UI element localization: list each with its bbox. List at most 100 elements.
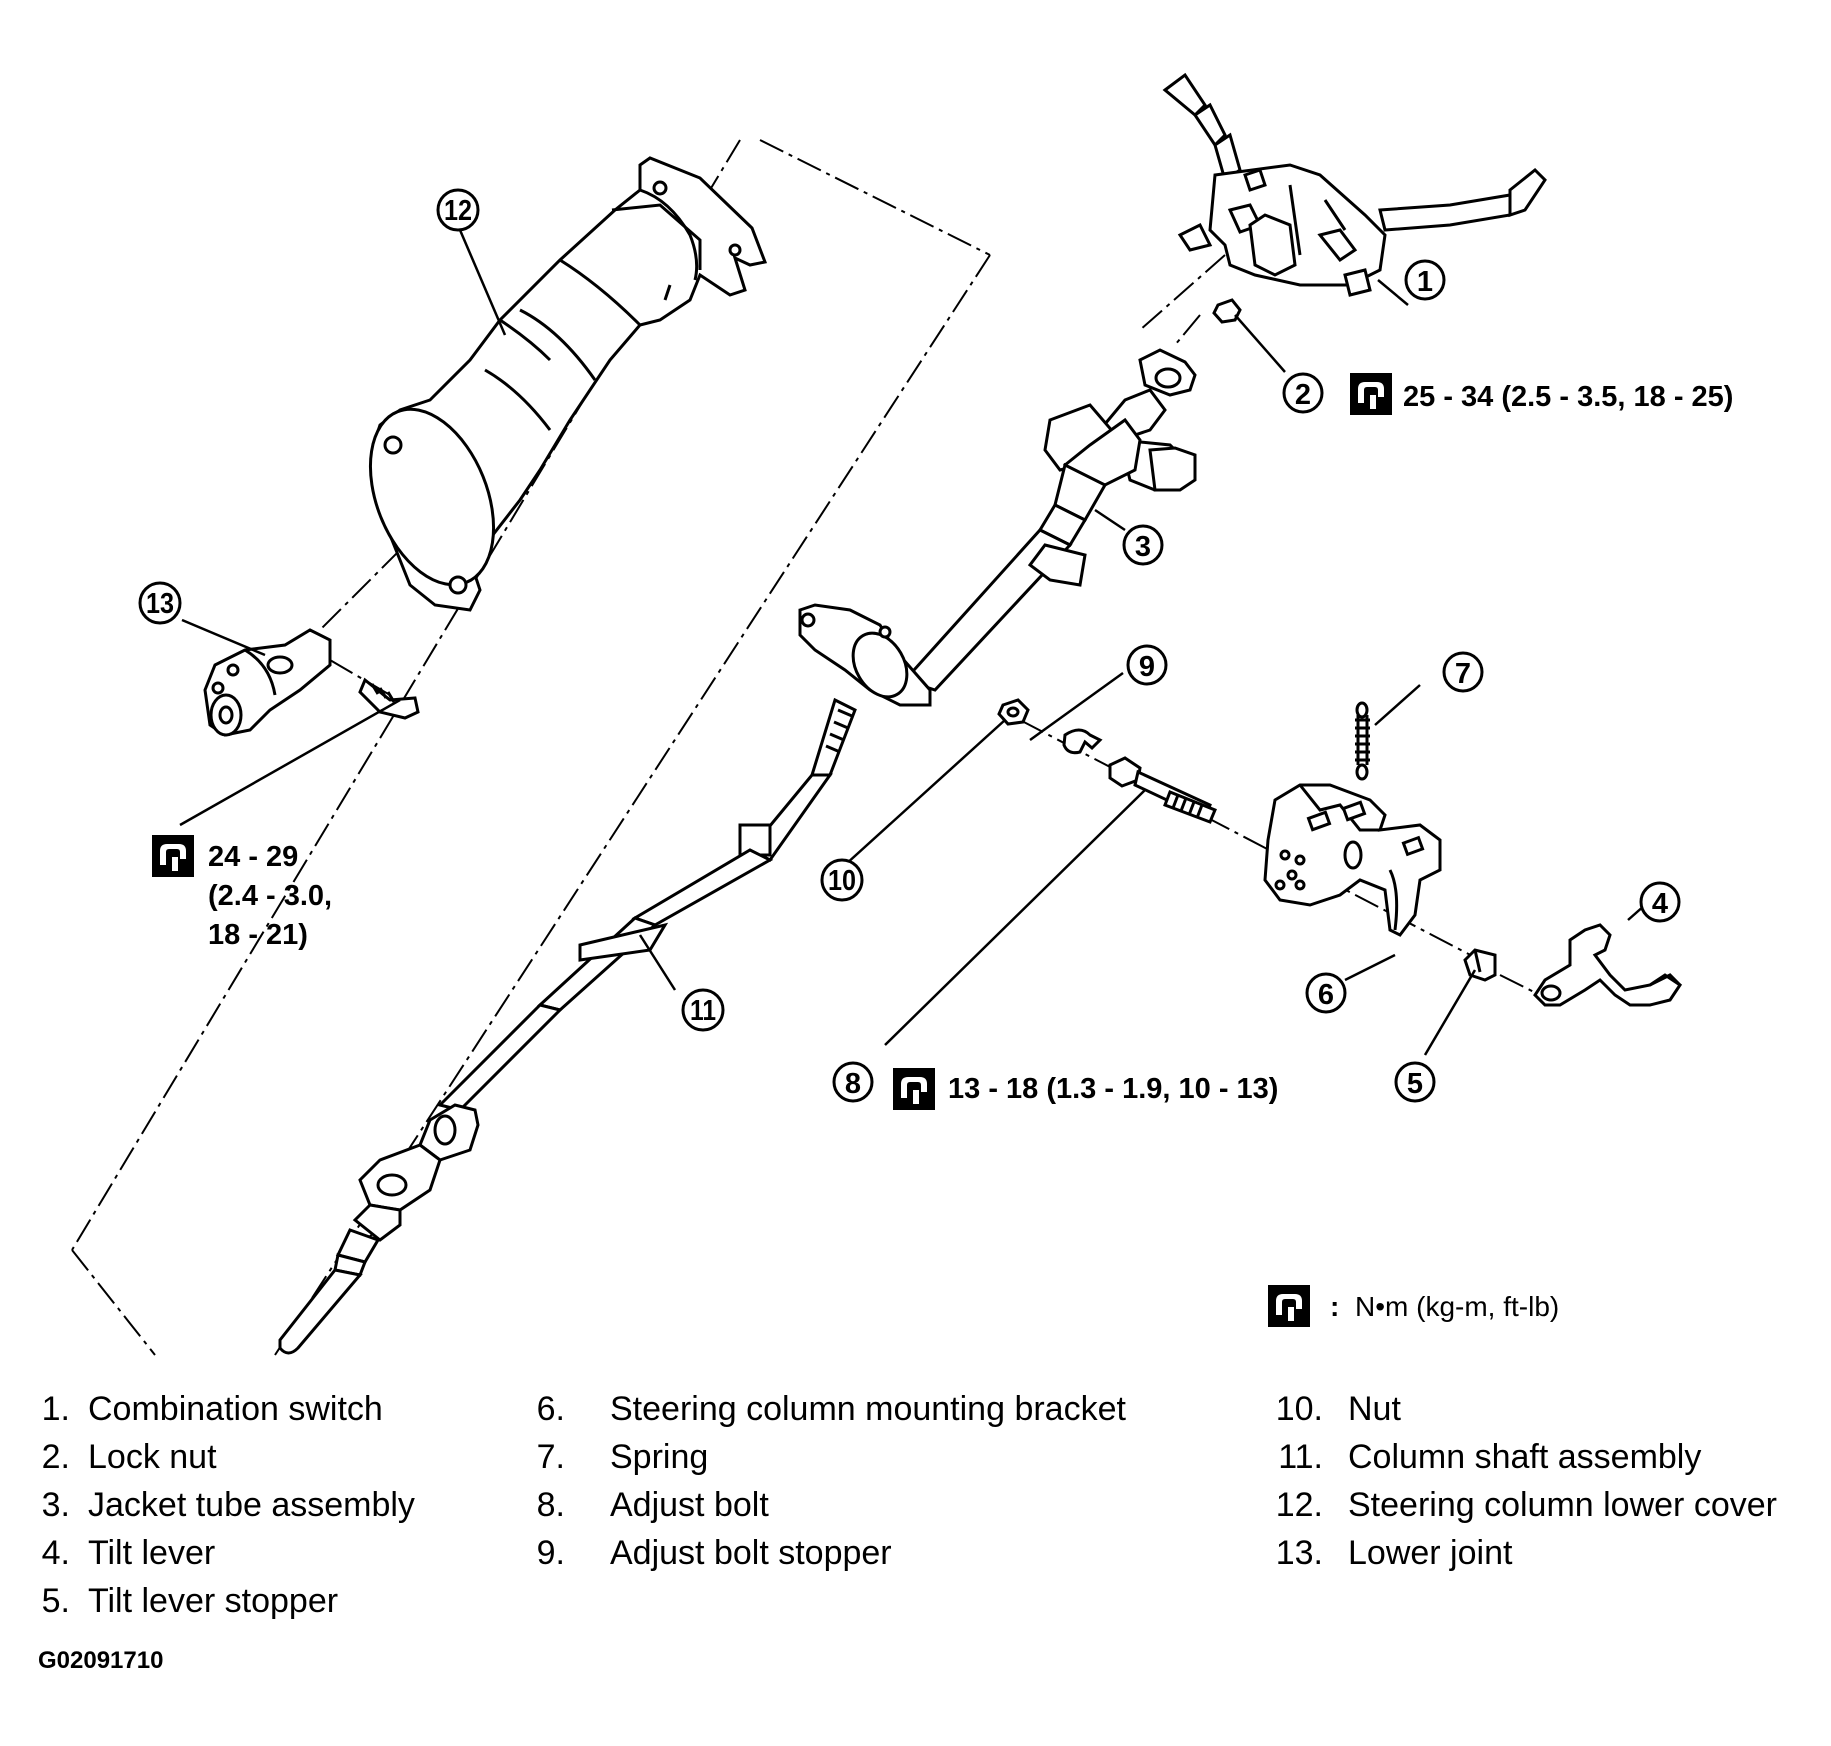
callout-13-label: 13 <box>146 588 174 620</box>
callout-12-label: 12 <box>444 195 472 227</box>
tilt-lever-stopper <box>1463 948 1497 982</box>
list-item: 7. Spring <box>520 1433 1126 1481</box>
callout-11: 11 <box>681 988 725 1032</box>
callout-4-label: 4 <box>1652 888 1668 920</box>
part-name: Tilt lever stopper <box>88 1582 339 1620</box>
list-item: 13. Lower joint <box>1268 1529 1777 1577</box>
torque-wrench-icon <box>152 835 194 877</box>
list-item: 6. Steering column mounting bracket <box>520 1385 1126 1433</box>
torque-wrench-icon <box>1350 373 1392 415</box>
steering-column-mounting-bracket <box>1263 783 1442 937</box>
adjust-bolt-stopper <box>1062 728 1103 755</box>
callout-6: 6 <box>1305 972 1347 1014</box>
part-number: 1. <box>41 1390 70 1428</box>
callout-1: 1 <box>1404 259 1446 301</box>
combination-switch <box>1162 72 1547 297</box>
torque-value-lock-nut: 25 - 34 (2.5 - 3.5, 18 - 25) <box>1403 381 1733 413</box>
callout-5: 5 <box>1394 1061 1436 1103</box>
parts-list-column-1: 1. Combination switch 2. Lock nut 3. Jacket… <box>38 1385 415 1625</box>
list-item: 1. Combination switch <box>38 1385 415 1433</box>
part-name: Steering column mounting bracket <box>610 1390 1126 1428</box>
torque-wrench-icon <box>893 1068 935 1110</box>
torque-value-lower-joint-2: (2.4 - 3.0, <box>208 880 332 912</box>
callout-2-label: 2 <box>1295 379 1311 411</box>
torque-value-lower-joint-3: 18 - 21) <box>208 919 308 951</box>
part-number: 11. <box>1278 1438 1323 1476</box>
steering-column-lower-cover <box>368 156 768 612</box>
lower-joint <box>203 628 420 737</box>
callout-10-label: 10 <box>828 865 856 897</box>
part-number: 7. <box>536 1438 565 1476</box>
list-item: 10. Nut <box>1268 1385 1777 1433</box>
adjust-bolt <box>1108 756 1217 824</box>
list-item: 3. Jacket tube assembly <box>38 1481 415 1529</box>
callout-9: 9 <box>1126 644 1168 686</box>
part-number: 10. <box>1275 1390 1323 1428</box>
part-name: Column shaft assembly <box>1348 1438 1702 1476</box>
part-number: 13. <box>1275 1534 1323 1572</box>
callout-11-label: 11 <box>690 995 716 1027</box>
part-name: Jacket tube assembly <box>88 1486 415 1524</box>
callout-13: 13 <box>138 581 182 625</box>
leader-lines <box>179 229 1646 1056</box>
jacket-tube-assembly <box>798 348 1197 707</box>
part-name: Adjust bolt stopper <box>610 1534 892 1572</box>
torque-unit-legend: : N•m (kg-m, ft-lb) <box>1268 1285 1559 1327</box>
callout-4: 4 <box>1639 881 1681 923</box>
figure-code: G02091710 <box>38 1647 164 1674</box>
part-name: Tilt lever <box>88 1534 216 1572</box>
callout-9-label: 9 <box>1139 651 1155 683</box>
unit-legend-text: N•m (kg-m, ft-lb) <box>1355 1291 1559 1322</box>
torque-spec-lock-nut: 25 - 34 (2.5 - 3.5, 18 - 25) <box>1350 373 1733 415</box>
list-item: 5. Tilt lever stopper <box>38 1577 415 1625</box>
part-name: Nut <box>1348 1390 1401 1428</box>
part-name: Combination switch <box>88 1390 383 1428</box>
callout-8: 8 <box>832 1061 874 1103</box>
torque-wrench-icon <box>1268 1285 1310 1327</box>
torque-spec-adjust-bolt: 13 - 18 (1.3 - 1.9, 10 - 13) <box>893 1068 1278 1110</box>
spring <box>1355 701 1370 781</box>
torque-spec-lower-joint: 24 - 29 (2.4 - 3.0, 18 - 21) <box>152 835 332 951</box>
part-name: Adjust bolt <box>610 1486 769 1524</box>
part-number: 2. <box>41 1438 70 1476</box>
list-item: 4. Tilt lever <box>38 1529 415 1577</box>
part-name: Spring <box>610 1438 709 1476</box>
callout-8-label: 8 <box>845 1068 861 1100</box>
part-name: Lock nut <box>88 1438 217 1476</box>
callout-5-label: 5 <box>1407 1068 1423 1100</box>
part-number: 9. <box>536 1534 565 1572</box>
callout-3: 3 <box>1122 524 1164 566</box>
torque-value-adjust-bolt: 13 - 18 (1.3 - 1.9, 10 - 13) <box>948 1073 1278 1105</box>
part-number: 6. <box>536 1390 565 1428</box>
parts-list-column-2: 6. Steering column mounting bracket 7. Spr… <box>520 1385 1126 1577</box>
unit-legend-separator: : <box>1330 1291 1339 1322</box>
torque-value-lower-joint-1: 24 - 29 <box>208 841 298 873</box>
callout-12: 12 <box>436 188 480 232</box>
part-number: 8. <box>536 1486 565 1524</box>
callout-1-label: 1 <box>1417 266 1433 298</box>
callout-10: 10 <box>820 858 864 902</box>
part-number: 3. <box>41 1486 70 1524</box>
list-item: 9. Adjust bolt stopper <box>520 1529 1126 1577</box>
callout-3-label: 3 <box>1135 531 1151 563</box>
callout-7: 7 <box>1442 651 1484 693</box>
part-number: 4. <box>41 1534 70 1572</box>
part-number: 12. <box>1275 1486 1323 1524</box>
callout-7-label: 7 <box>1455 658 1471 690</box>
callout-2: 2 <box>1282 372 1324 414</box>
part-name: Lower joint <box>1348 1534 1513 1572</box>
parts-list-column-3: 10. Nut 11. Column shaft assembly 12. Steer… <box>1268 1385 1777 1577</box>
tilt-lever <box>1533 923 1683 1007</box>
callout-6-label: 6 <box>1318 979 1334 1011</box>
list-item: 12. Steering column lower cover <box>1268 1481 1777 1529</box>
nut <box>997 698 1030 726</box>
list-item: 11. Column shaft assembly <box>1268 1433 1777 1481</box>
column-shaft-assembly <box>278 697 857 1355</box>
lock-nut <box>1212 298 1242 324</box>
assembly-boundary <box>71 139 1551 1356</box>
part-name: Steering column lower cover <box>1348 1486 1777 1524</box>
part-number: 5. <box>41 1582 70 1620</box>
list-item: 8. Adjust bolt <box>520 1481 1126 1529</box>
list-item: 2. Lock nut <box>38 1433 415 1481</box>
